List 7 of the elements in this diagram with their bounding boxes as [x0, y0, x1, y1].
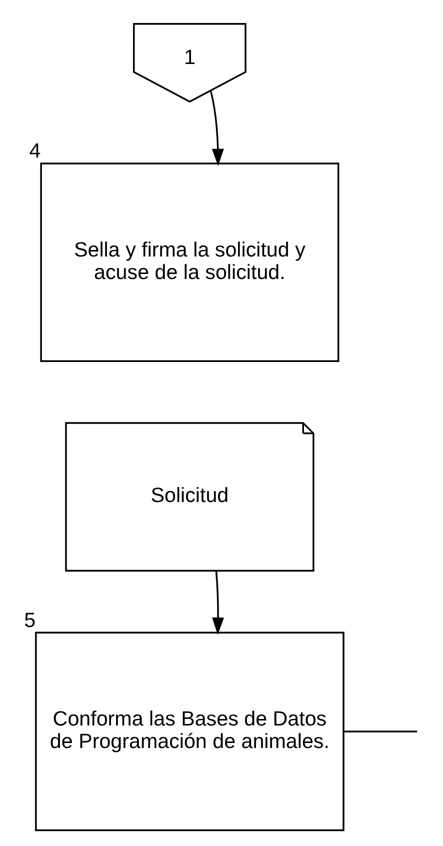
node-box: Sella y firma la solicitud y acuse de la solicitud. — [40, 162, 340, 362]
arrow — [212, 571, 224, 635]
node-label: 5 — [24, 608, 36, 632]
node-label: 4 — [29, 140, 41, 163]
arrow — [210, 90, 224, 166]
connector — [344, 730, 418, 732]
node-box: Conforma las Bases de Datos de Programación de animales. — [35, 632, 344, 832]
